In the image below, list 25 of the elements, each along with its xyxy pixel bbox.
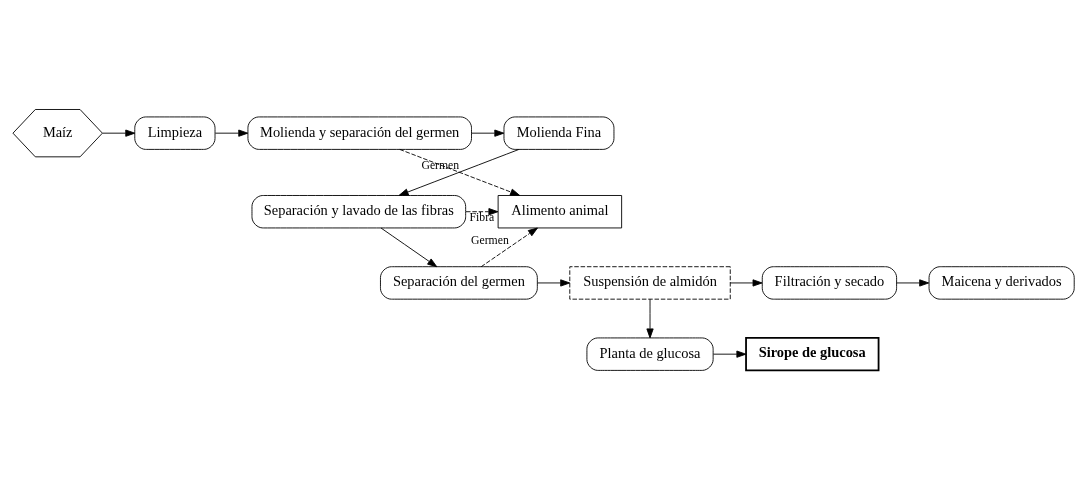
arrow [480, 227, 538, 267]
node-box: Separación del germen [380, 265, 538, 300]
edge-label: Germen [471, 233, 509, 247]
arrow [465, 207, 499, 215]
node-box: Filtración y secado [761, 265, 898, 300]
arrow [214, 129, 249, 137]
node-box: Suspensión de almidón [569, 265, 731, 300]
node-box: Limpieza [134, 116, 216, 150]
arrow [471, 129, 505, 137]
arrow [729, 278, 763, 287]
arrow [537, 278, 571, 287]
node-box: Sirope de glucosa [745, 336, 880, 371]
node-box: Planta de glucosa [586, 337, 714, 371]
node-box: Alimento animal [497, 194, 623, 228]
edge-label: Germen [421, 158, 460, 172]
node-box: Maicena y derivados [928, 265, 1075, 300]
arrow [380, 227, 438, 267]
edge-label: Fibra [469, 210, 495, 224]
arrow [896, 278, 930, 287]
node-box: Molienda Fina [503, 116, 615, 150]
node-box: Separación y lavado de las fibras [251, 194, 467, 228]
arrow [646, 298, 654, 338]
arrow [102, 129, 136, 137]
arrow [712, 350, 747, 358]
node-box: Molienda y separación del germen [247, 116, 472, 150]
